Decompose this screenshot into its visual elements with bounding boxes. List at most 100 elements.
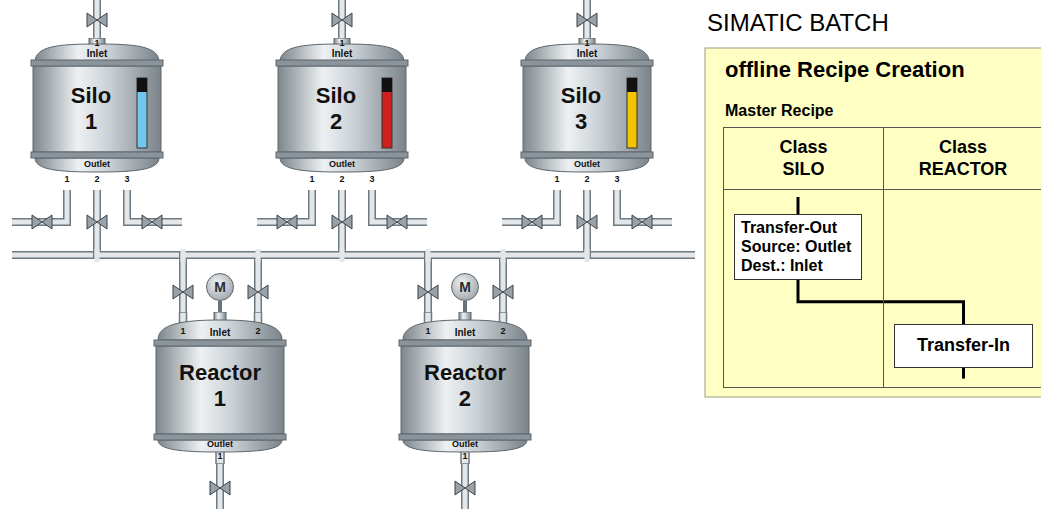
valve-half [397,215,407,229]
port-label: Outlet [84,159,110,170]
vessel-dome [158,440,282,452]
step-parameter: Source: Outlet [741,237,855,256]
silo-vessel-node: 1InletSilo 3Outlet123 [519,38,655,190]
valve-half [577,13,587,27]
valve-symbol [210,481,230,495]
valve-half [387,215,397,229]
vessel-name: Reactor 2 [424,360,506,413]
port-label: Inlet [87,48,108,60]
valve-symbol [142,215,162,229]
valve-half [142,215,152,229]
valve-half [97,215,107,229]
valve-half [587,13,597,27]
vessel-flange [31,152,163,158]
valve-half [42,215,52,229]
vessel-dome [403,440,527,452]
vessel-flange [31,60,163,66]
port-label: Inlet [455,327,476,339]
port-label: Inlet [332,48,353,60]
vessel-flange [276,152,408,158]
vessel-dome [35,158,159,172]
valve-symbol [522,215,542,229]
valve-half [258,285,268,299]
reactor-vessel-node: 12InletReactor 2Outlet1 [397,312,533,464]
valve-half [455,481,465,495]
class-column: Class SILOTransfer-OutSource: OutletDest… [723,127,884,388]
recipe-panel: offline Recipe CreationMaster RecipeClas… [705,48,1041,397]
pipe [256,255,261,312]
vessel-name: Reactor 1 [179,360,261,413]
pipe-outline [127,190,182,222]
port-label: Outlet [329,159,355,170]
level-bar [627,78,637,148]
step-name: Transfer-In [917,335,1010,357]
valve-symbol [87,13,107,27]
pipe [428,190,587,312]
flow-line [798,280,964,324]
valve-half [642,215,652,229]
valve-symbol [577,13,597,27]
port-label: Outlet [207,439,233,450]
valve-symbol [493,285,513,299]
silo-vessel-node: 1InletSilo 1Outlet123 [29,38,165,190]
valve-half [332,13,342,27]
port-label: Inlet [577,48,598,60]
pipes-outline [12,0,695,509]
valve-half [87,215,97,229]
vessel-flange [154,340,286,346]
valve-half [287,215,297,229]
silo-vessel-node: 1InletSilo 2Outlet123 [274,38,410,190]
valve-symbol [277,215,297,229]
pipe-outline [372,190,427,222]
port-label: Inlet [210,327,231,339]
pipe [617,190,672,222]
level-bar-empty [382,78,392,92]
valve-half [342,13,352,27]
pipe-junction [340,249,345,262]
vessel-dome [403,320,527,340]
valve-symbol [455,481,475,495]
pipe-junction [585,249,590,262]
port-label: Outlet [452,439,478,450]
port-number: 2 [500,326,505,337]
recipe-panel-ground [705,48,1041,397]
pipe-junction [501,249,506,262]
vessel-flange [521,152,653,158]
diagram-title: SIMATIC BATCH [707,9,889,37]
valve-half [183,285,193,299]
vessel-name: Silo 2 [316,83,356,136]
valve-symbol [632,215,652,229]
valve-half [152,215,162,229]
valve-half [503,285,513,299]
valve-half [97,13,107,27]
valve-symbol [87,215,107,229]
valve-half [465,481,475,495]
pipe-outline [617,190,672,222]
vessel-name: Silo 3 [561,83,601,136]
valve-half [173,285,183,299]
column-header: Class REACTOR [919,137,1008,180]
column-header: Class SILO [779,137,827,180]
pipe-junction [95,249,100,262]
port-number: 2 [94,174,99,185]
valve-half [220,481,230,495]
panel-heading: offline Recipe Creation [725,57,965,83]
panel-subheading: Master Recipe [725,102,834,120]
valve-half [532,215,542,229]
port-number: 2 [584,174,589,185]
pipe [257,190,312,222]
pipe-outline [257,190,312,222]
vessel-body [33,66,161,152]
port-number: 3 [124,174,129,185]
pipe-outline [183,190,587,312]
port-number: 1 [339,38,344,49]
pipe-outline [254,255,262,312]
pipe [127,190,182,222]
pipe-outline [502,190,557,222]
valve-half [277,215,287,229]
port-number: 1 [180,326,185,337]
valve-symbol [332,215,352,229]
vessel-dome [525,158,649,172]
